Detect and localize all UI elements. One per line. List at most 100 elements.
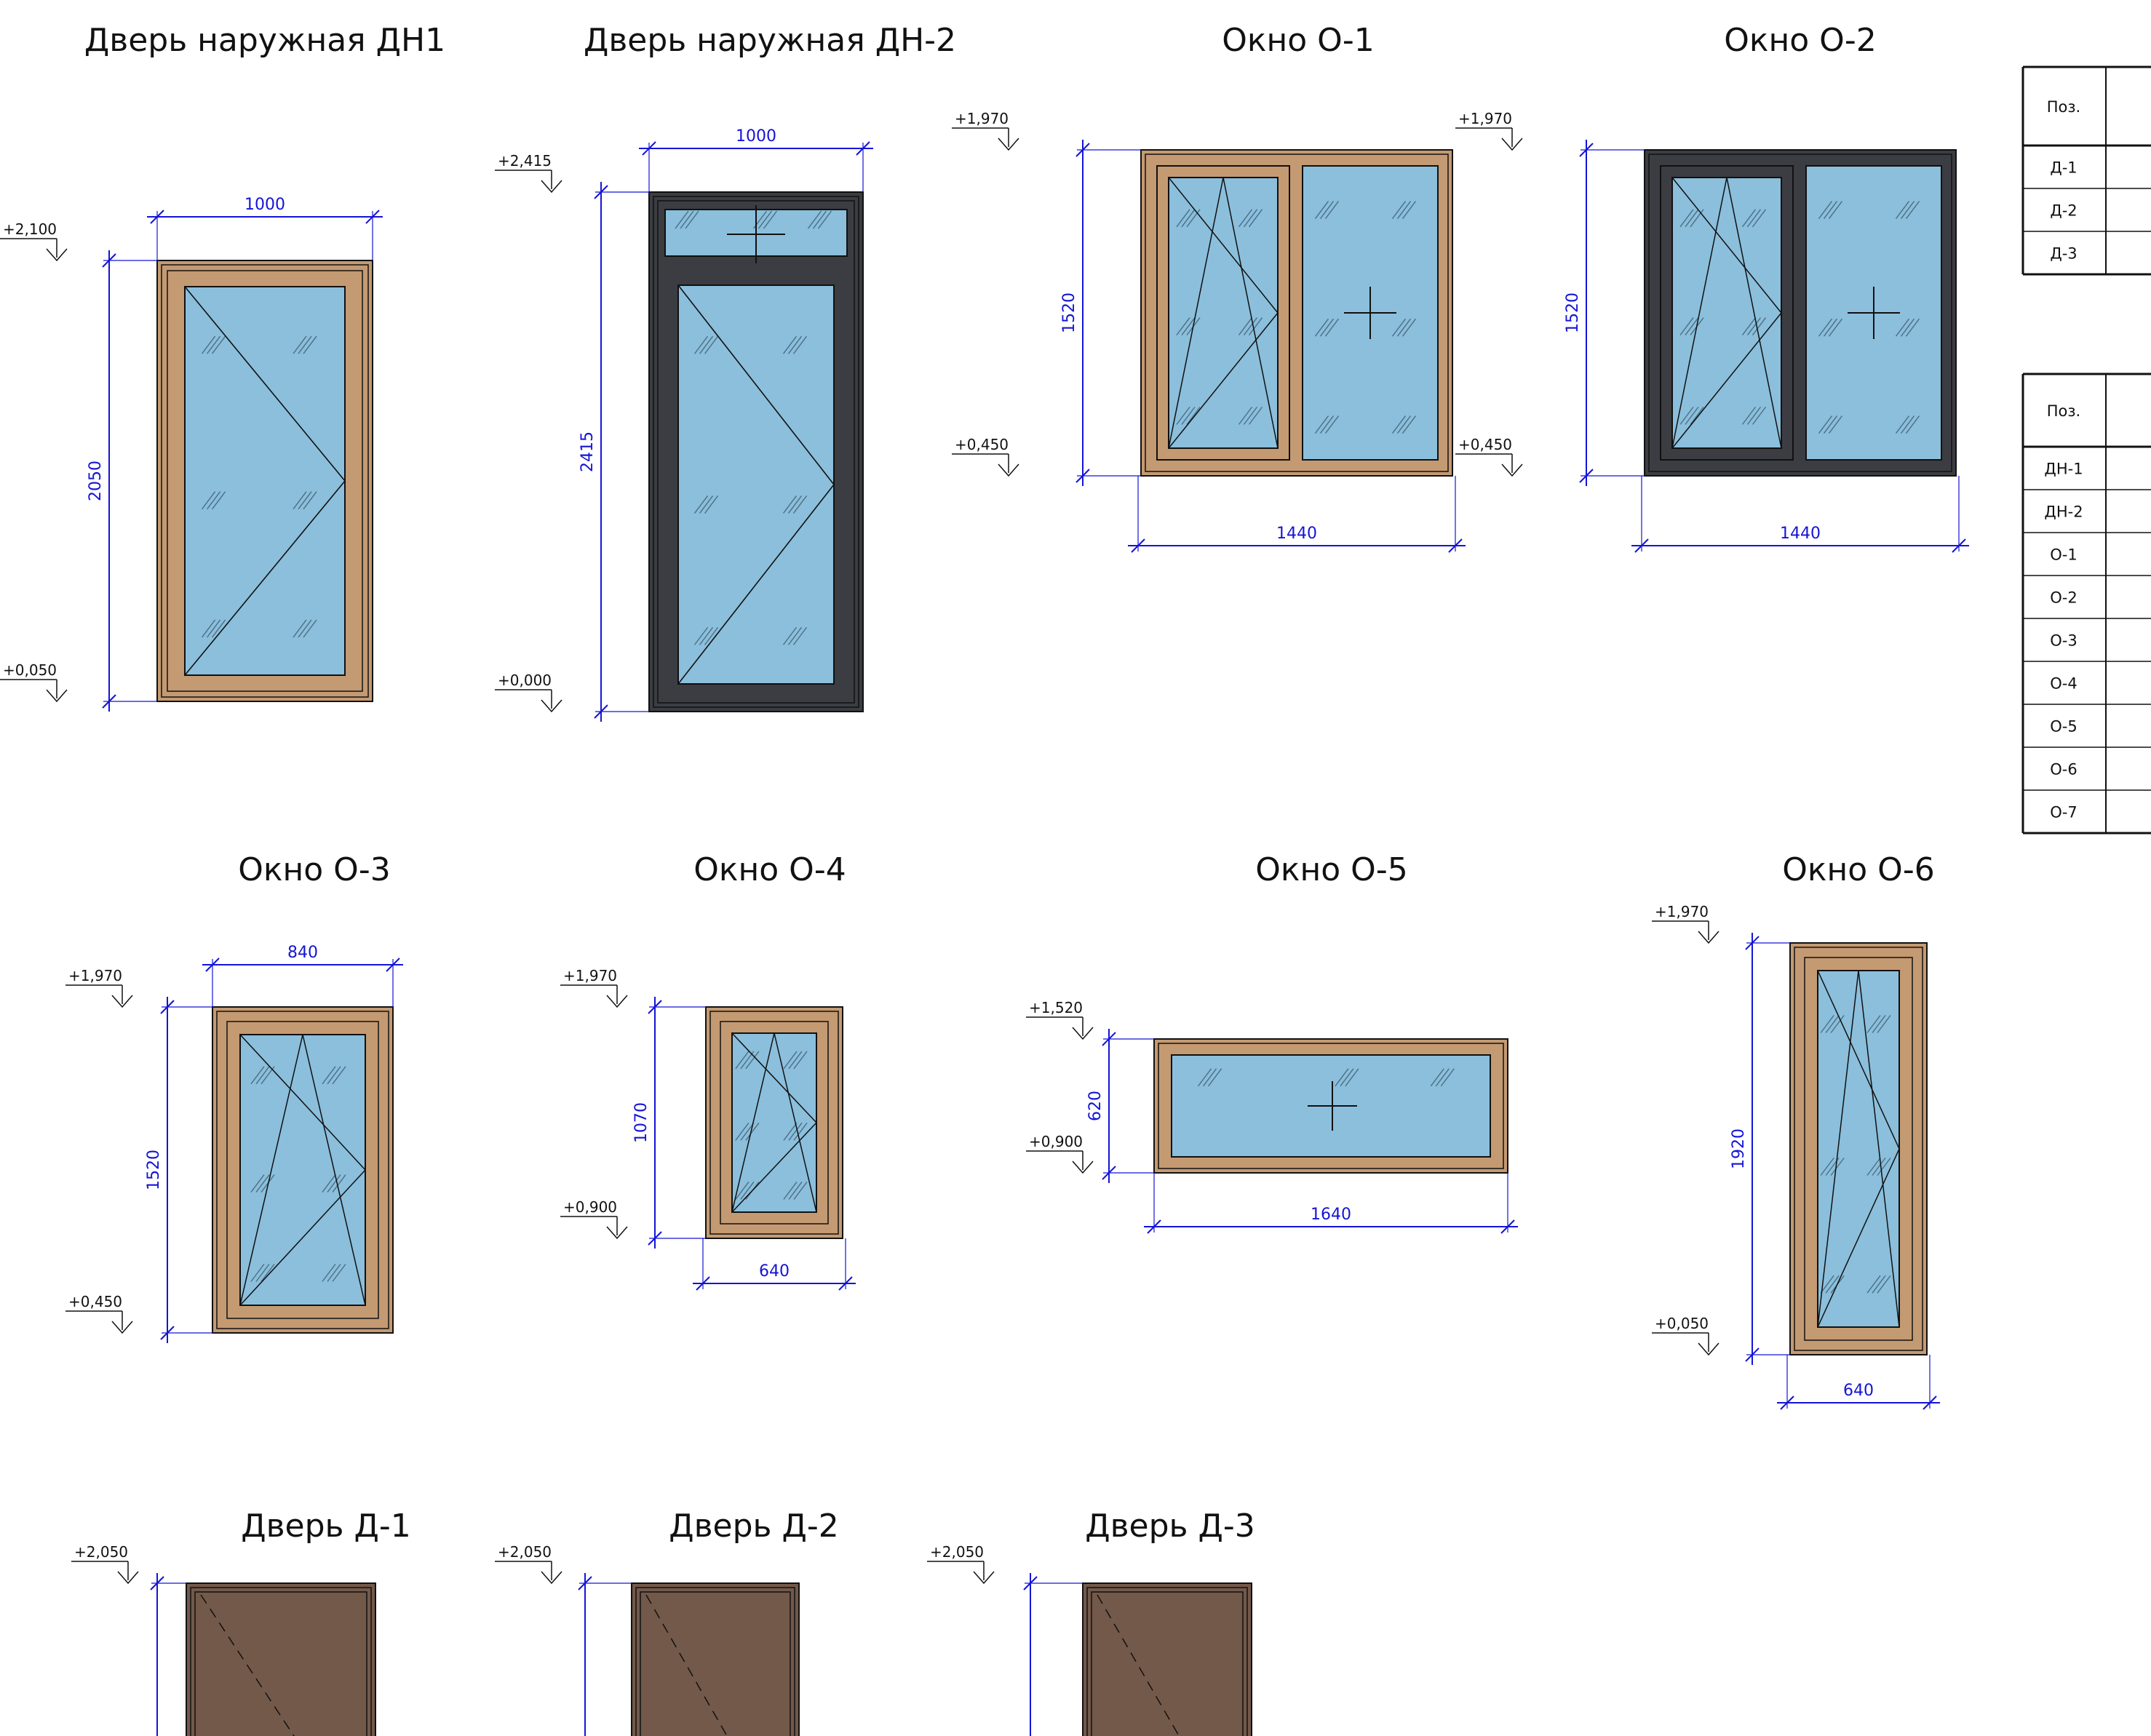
opening-direction-icon — [239, 1034, 367, 1306]
table-header-cell: Поз. — [2047, 98, 2080, 116]
level-arrow — [111, 1321, 133, 1334]
line — [1238, 406, 1253, 425]
opening-direction-icon — [1671, 177, 1782, 449]
line — [303, 335, 317, 354]
line — [783, 1182, 798, 1200]
glass-pane — [677, 284, 835, 685]
line — [1823, 415, 1838, 434]
line — [1685, 317, 1699, 336]
line — [327, 1174, 341, 1193]
line — [793, 1182, 808, 1200]
line — [1396, 415, 1412, 434]
table-row-cell: О-3 — [2050, 632, 2077, 650]
level-marker-icon: +2,415 — [495, 152, 562, 194]
line — [1746, 406, 1762, 425]
line — [685, 210, 699, 229]
line — [1828, 201, 1843, 220]
height-dimension: 1520 — [1060, 140, 1141, 486]
line — [1866, 1158, 1881, 1176]
height-dimension: 2415 — [578, 182, 649, 722]
line — [202, 335, 216, 354]
element-title: Дверь Д-2 — [669, 1508, 838, 1545]
line — [1752, 317, 1767, 336]
line — [1877, 1158, 1891, 1176]
line — [255, 1066, 270, 1085]
fixed-pane-cross-icon — [1308, 1081, 1357, 1131]
level-label: +0,050 — [3, 661, 57, 679]
line — [1818, 201, 1833, 220]
frame-line — [709, 1011, 839, 1235]
level-marker-icon: +2,050 — [927, 1543, 995, 1585]
width-dimension-label: 1640 — [1311, 1206, 1351, 1224]
line — [1905, 318, 1920, 337]
width-dimension-label: 640 — [759, 1262, 790, 1281]
table-row-cell: О-7 — [2050, 804, 2077, 821]
level-marker-icon: +1,970 — [65, 967, 133, 1008]
line — [1324, 201, 1340, 220]
element-title: Окно О-1 — [1222, 22, 1374, 59]
level-label: +2,050 — [498, 1543, 552, 1561]
table-row-cell: ДН-2 — [2044, 503, 2083, 521]
opening-direction-icon — [1671, 177, 1782, 449]
line — [1391, 318, 1407, 337]
opening-direction-icon — [677, 284, 835, 685]
line — [250, 1066, 265, 1085]
line — [1181, 317, 1196, 336]
door-frame-line — [194, 1591, 367, 1736]
line — [807, 210, 822, 229]
level-marker-icon: +1,970 — [1455, 110, 1523, 151]
line — [298, 491, 312, 510]
opening-direction-icon — [1817, 970, 1900, 1328]
line — [1243, 317, 1258, 336]
height-dimension: 1920 — [1730, 933, 1790, 1365]
frame-line — [1648, 154, 1952, 472]
table-row-cell: Д-3 — [2050, 245, 2077, 263]
line — [1741, 209, 1757, 228]
element-title: Окно О-6 — [1782, 851, 1934, 888]
level-label: +0,000 — [498, 672, 552, 689]
line — [1243, 209, 1258, 228]
level-marker-icon: +2,050 — [495, 1543, 562, 1585]
line — [212, 491, 226, 510]
line — [788, 1051, 803, 1070]
line — [704, 495, 719, 514]
level-arrow — [541, 180, 562, 194]
line — [693, 626, 709, 645]
line — [1825, 1015, 1840, 1033]
level-label: +1,520 — [1029, 999, 1083, 1016]
line — [293, 335, 307, 354]
line — [783, 1051, 798, 1070]
line — [1324, 415, 1340, 434]
line — [1830, 1015, 1845, 1033]
level-arrow — [111, 995, 133, 1008]
line — [202, 619, 216, 638]
level-arrow — [46, 689, 68, 703]
line — [740, 1122, 755, 1141]
line — [207, 491, 221, 510]
level-arrow — [606, 995, 628, 1008]
line — [212, 335, 226, 354]
table-row-cell: О-1 — [2050, 546, 2077, 564]
height-dimension-label: 1070 — [632, 1102, 651, 1143]
line — [812, 210, 827, 229]
level-arrow — [973, 1571, 995, 1585]
line — [293, 491, 307, 510]
line — [1176, 209, 1190, 228]
line — [1741, 406, 1757, 425]
height-dimension-label: 2050 — [87, 461, 105, 501]
line — [1440, 1068, 1455, 1087]
level-arrow — [606, 1226, 628, 1240]
line — [745, 1051, 760, 1070]
glass-hatch-icon — [1314, 201, 1417, 434]
line — [207, 619, 221, 638]
glass-hatch-icon — [1198, 1068, 1455, 1087]
level-label: +2,050 — [74, 1543, 128, 1561]
table-row-cell: Д-2 — [2050, 202, 2077, 220]
element-title: Окно О-5 — [1255, 851, 1407, 888]
level-label: +0,900 — [1029, 1133, 1083, 1150]
glass-hatch-icon — [693, 335, 808, 645]
line — [693, 335, 709, 354]
